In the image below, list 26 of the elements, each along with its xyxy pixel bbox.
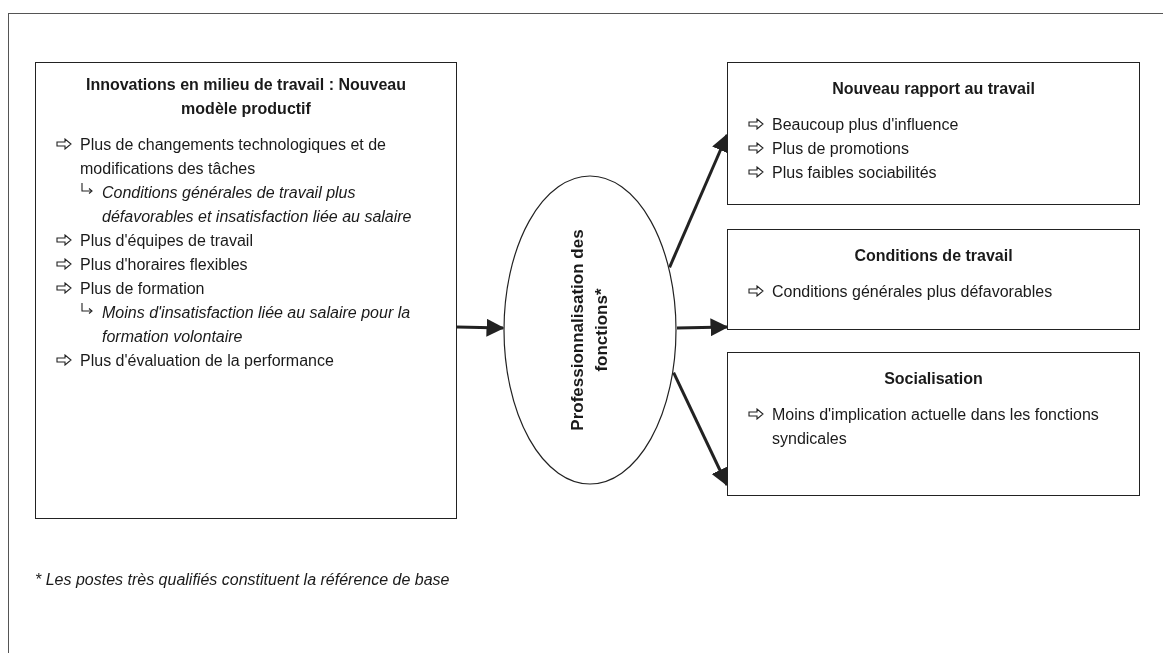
ellipse-label: Professionnalisation des fonctions* (567, 228, 612, 433)
text-box (727, 352, 1140, 496)
list-item: Moins d'implication actuelle dans les fonctions syndicales (772, 405, 1100, 449)
list-item: Plus faibles sociabilités (772, 163, 937, 183)
footnote: * Les postes très qualifiés constituent la référence de base (35, 570, 450, 590)
text-box (727, 62, 1140, 205)
list-item: Plus de changements technologiques et de modifications des tâches (80, 135, 387, 179)
list-item: Plus d'évaluation de la performance (80, 351, 334, 371)
arrow (456, 318, 505, 337)
list-item: Plus de promotions (772, 139, 909, 159)
arrow (676, 318, 729, 337)
sub-note: Conditions générales de travail plus défavorables et insatisfaction liée au salaire (102, 183, 413, 227)
arrow (668, 133, 729, 268)
box-heading: Conditions de travail (853, 246, 1014, 266)
box-heading: Nouveau rapport au travail (831, 79, 1036, 99)
list-item: Plus d'horaires flexibles (80, 255, 248, 275)
text-box (727, 229, 1140, 330)
list-item: Plus de formation (80, 279, 205, 299)
list-item: Conditions générales plus défavorables (772, 282, 1053, 302)
arrow (672, 372, 729, 487)
sub-note: Moins d'insatisfaction liée au salaire pour la formation volontaire (102, 303, 412, 347)
box-heading: Innovations en milieu de travail : Nouveau modèle productif (84, 75, 408, 119)
list-item: Plus d'équipes de travail (80, 231, 253, 251)
box-heading: Socialisation (883, 369, 984, 389)
text-box (35, 62, 457, 519)
list-item: Beaucoup plus d'influence (772, 115, 959, 135)
